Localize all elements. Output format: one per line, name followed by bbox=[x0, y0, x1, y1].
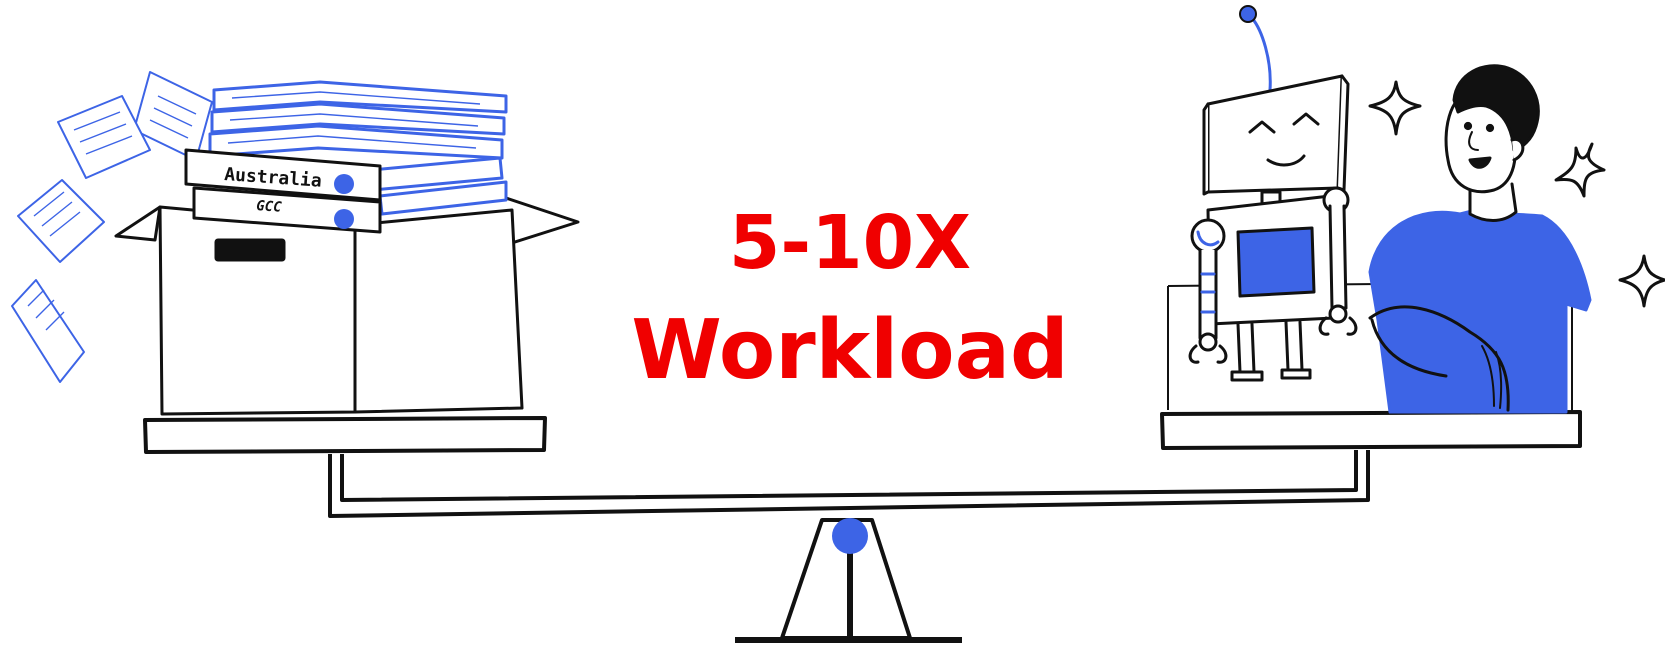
seesaw-icon bbox=[330, 450, 1368, 640]
headline-line-1: 5-10X bbox=[729, 200, 971, 286]
headline-line-2: Workload bbox=[631, 303, 1068, 398]
binder-ring bbox=[334, 174, 354, 194]
paper-sheet bbox=[12, 280, 84, 382]
paper-sheet bbox=[58, 96, 150, 178]
pivot-icon bbox=[832, 518, 868, 554]
sparkle-icon bbox=[1620, 256, 1665, 306]
binder-ring bbox=[334, 209, 354, 229]
sparkle-icon bbox=[1556, 144, 1604, 196]
left-platform bbox=[145, 418, 545, 452]
person-icon bbox=[1370, 66, 1590, 412]
robot-icon bbox=[1190, 6, 1356, 380]
paper-sheet bbox=[18, 180, 104, 262]
right-platform bbox=[1162, 412, 1580, 448]
binder-label-gcc: GCC bbox=[256, 198, 283, 216]
sparkle-icon bbox=[1370, 82, 1420, 134]
headline: 5-10X Workload bbox=[631, 200, 1068, 398]
